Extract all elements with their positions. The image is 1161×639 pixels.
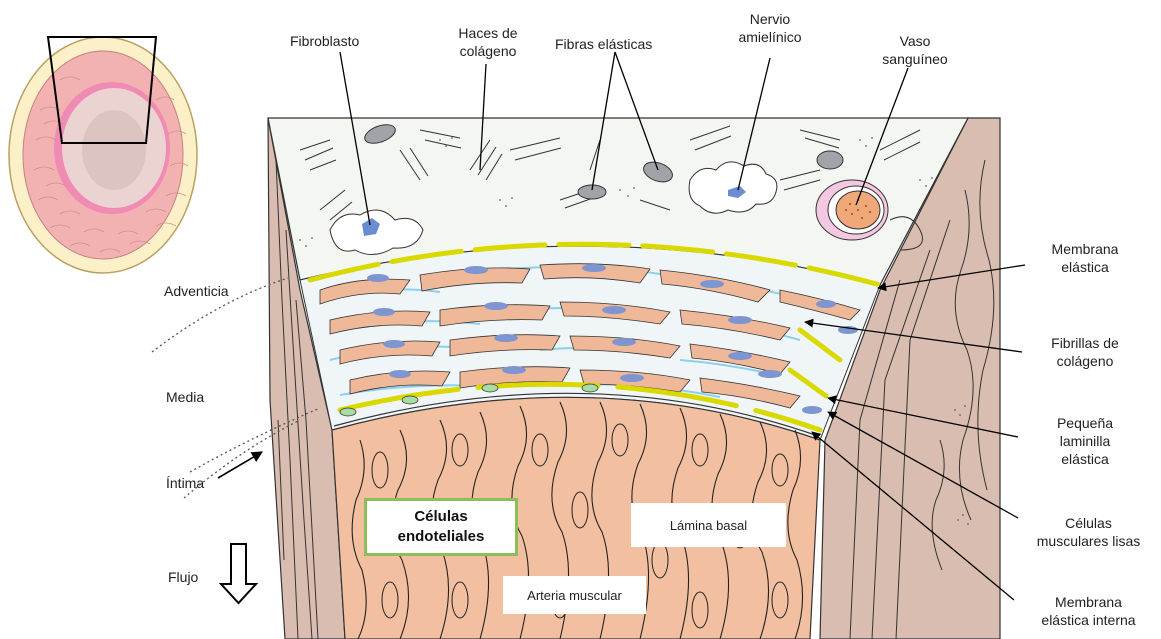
box-celulas-endoteliales: Células endoteliales [364,498,518,556]
label-fibroblasto: Fibroblasto [290,32,359,50]
label-adventicia: Adventicia [164,282,229,300]
label-celulas-musculares: Células musculares lisas [1026,514,1151,550]
label-media: Media [166,388,204,406]
label-intima: Íntima [166,474,204,492]
cross-section-thumbnail [9,37,197,273]
label-fibrillas-colageno: Fibrillas de colágeno [1030,334,1140,370]
label-pequena-laminilla: Pequeña laminilla elástica [1030,414,1140,468]
flow-arrow-down-icon [221,544,256,603]
box-lamina-basal: Lámina basal [631,503,786,547]
label-nervio-amielinico: Nervio amielínico [720,10,820,46]
label-flujo: Flujo [168,568,198,586]
box-arteria-muscular: Arteria muscular [503,576,646,614]
label-fibras-elasticas: Fibras elásticas [555,35,652,53]
label-haces-colageno: Haces de colágeno [438,24,538,60]
label-vaso-sanguineo: Vaso sanguíneo [870,32,960,68]
label-membrana-elastica-interna: Membrana elástica interna [1026,593,1151,629]
label-membrana-elastica: Membrana elástica [1030,240,1140,276]
